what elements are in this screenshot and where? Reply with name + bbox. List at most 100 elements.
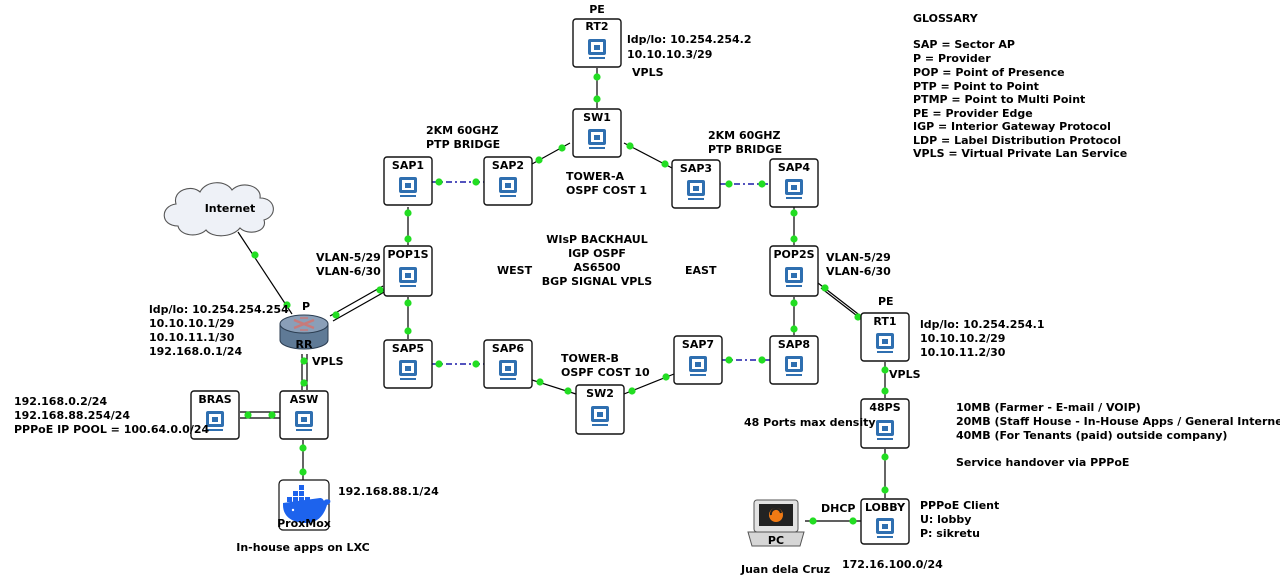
plan-line: 20MB (Staff House - In-House Apps / Gene… — [956, 415, 1280, 428]
port-dot — [662, 373, 670, 381]
proxmox-ip: 192.168.88.1/24 — [338, 485, 439, 498]
port-dot — [300, 357, 308, 365]
lobby-line: P: sikretu — [920, 527, 980, 540]
vlan-east-line: VLAN-5/29 — [826, 251, 891, 264]
plan-line: 40MB (For Tenants (paid) outside company… — [956, 429, 1227, 442]
port-dot — [404, 235, 412, 243]
node-sw1[interactable]: SW1 — [572, 108, 622, 158]
node-sap1[interactable]: SAP1 — [383, 156, 433, 206]
center-line: AS6500 — [573, 261, 620, 274]
handover-note: Service handover via PPPoE — [956, 456, 1129, 469]
node-label-lobby: LOBBY — [865, 501, 906, 514]
node-sap7[interactable]: SAP7 — [673, 335, 723, 385]
node-rt2[interactable]: RT2 — [572, 18, 622, 68]
rr-address-line: 10.10.11.1/30 — [149, 331, 235, 344]
node-sw2[interactable]: SW2 — [575, 384, 625, 435]
node-label-sap5: SAP5 — [392, 342, 424, 355]
lobby-line: PPPoE Client — [920, 499, 999, 512]
pc-user: Juan dela Cruz — [740, 563, 830, 576]
node-proxmox[interactable]: ProxMox — [277, 479, 331, 531]
rt1-address-line: ldp/lo: 10.254.254.1 — [920, 318, 1045, 331]
port-dot — [725, 180, 733, 188]
port-dot — [593, 95, 601, 103]
pe-label-top: PE — [589, 3, 605, 16]
node-sap5[interactable]: SAP5 — [383, 339, 433, 389]
bras-address-line: 192.168.88.254/24 — [14, 409, 130, 422]
node-label-sap3: SAP3 — [680, 162, 712, 175]
port-dot — [251, 251, 259, 259]
node-sap3[interactable]: SAP3 — [671, 159, 721, 209]
port-dot — [758, 180, 766, 188]
dhcp-label: DHCP — [821, 502, 855, 515]
node-label-rt2: RT2 — [585, 20, 608, 33]
glossary-item: PE = Provider Edge — [913, 107, 1033, 120]
node-label-rt1: RT1 — [873, 315, 896, 328]
port-dot — [283, 301, 291, 309]
node-sap2[interactable]: SAP2 — [483, 156, 533, 206]
tower-a-line: OSPF COST 1 — [566, 184, 647, 197]
lobby-line: U: lobby — [920, 513, 971, 526]
ports-density: 48 Ports max density — [744, 416, 876, 429]
glossary: GLOSSARY SAP = Sector AP P = Provider PO… — [913, 12, 1127, 160]
port-dot — [472, 360, 480, 368]
glossary-title: GLOSSARY — [913, 12, 979, 25]
node-pop2s[interactable]: POP2S — [769, 245, 819, 297]
port-dot — [758, 356, 766, 364]
node-sap4[interactable]: SAP4 — [769, 158, 819, 208]
vpls-label-rr: VPLS — [312, 355, 344, 368]
port-dot — [435, 360, 443, 368]
node-pc[interactable]: PC — [747, 499, 805, 547]
node-bras[interactable]: BRAS — [190, 390, 240, 440]
node-label-asw: ASW — [290, 393, 319, 406]
glossary-item: PTMP = Point to Multi Point — [913, 93, 1085, 106]
port-dot — [299, 468, 307, 476]
node-pop1s[interactable]: POP1S — [383, 245, 433, 297]
rr-address-line: ldp/lo: 10.254.254.254 — [149, 303, 289, 316]
glossary-item: IGP = Interior Gateway Protocol — [913, 120, 1111, 133]
port-dot — [404, 299, 412, 307]
node-rt1[interactable]: RT1 — [860, 312, 910, 362]
port-dot — [821, 284, 829, 292]
node-lobby[interactable]: LOBBY — [860, 498, 910, 545]
port-dots — [244, 73, 889, 525]
port-dot — [790, 235, 798, 243]
node-label-internet: Internet — [205, 202, 256, 215]
node-sap6[interactable]: SAP6 — [483, 339, 533, 389]
tower-a-line: TOWER-A — [566, 170, 625, 183]
center-line: BGP SIGNAL VPLS — [542, 275, 652, 288]
rr-address-line: 192.168.0.1/24 — [149, 345, 242, 358]
node-sap8[interactable]: SAP8 — [769, 335, 819, 385]
port-dot — [790, 325, 798, 333]
node-rr[interactable]: RR — [279, 314, 329, 351]
glossary-item: LDP = Label Distribution Protocol — [913, 134, 1121, 147]
node-label-sap4: SAP4 — [778, 161, 810, 174]
node-48ps[interactable]: 48PS — [860, 398, 910, 449]
tower-b-line: TOWER-B — [561, 352, 619, 365]
router-icon — [279, 314, 329, 350]
bridge-east-line: PTP BRIDGE — [708, 143, 782, 156]
docker-whale-icon — [283, 485, 331, 523]
port-dot — [435, 178, 443, 186]
port-dot — [809, 517, 817, 525]
port-dot — [404, 209, 412, 217]
rt2-address-line: ldp/lo: 10.254.254.2 — [627, 33, 752, 46]
node-label-bras: BRAS — [198, 393, 231, 406]
port-dot — [790, 209, 798, 217]
port-dot — [661, 160, 669, 168]
vpls-label-rt1: VPLS — [889, 368, 921, 381]
port-dot — [626, 142, 634, 150]
annotations: PE ldp/lo: 10.254.254.2 10.10.10.3/29 VP… — [14, 3, 1280, 576]
node-label-48ps: 48PS — [869, 401, 900, 414]
node-label-sap1: SAP1 — [392, 159, 424, 172]
port-dot — [725, 356, 733, 364]
port-dot — [536, 378, 544, 386]
vlan-west-line: VLAN-5/29 — [316, 251, 381, 264]
node-internet[interactable]: Internet — [163, 182, 274, 237]
plan-line: 10MB (Farmer - E-mail / VOIP) — [956, 401, 1141, 414]
link-rr-pop1s-b — [332, 290, 387, 322]
bras-address-line: PPPoE IP POOL = 100.64.0.0/24 — [14, 423, 210, 436]
link-rr-pop1s-a — [329, 285, 384, 317]
computer-icon — [747, 499, 805, 547]
node-asw[interactable]: ASW — [279, 390, 329, 440]
